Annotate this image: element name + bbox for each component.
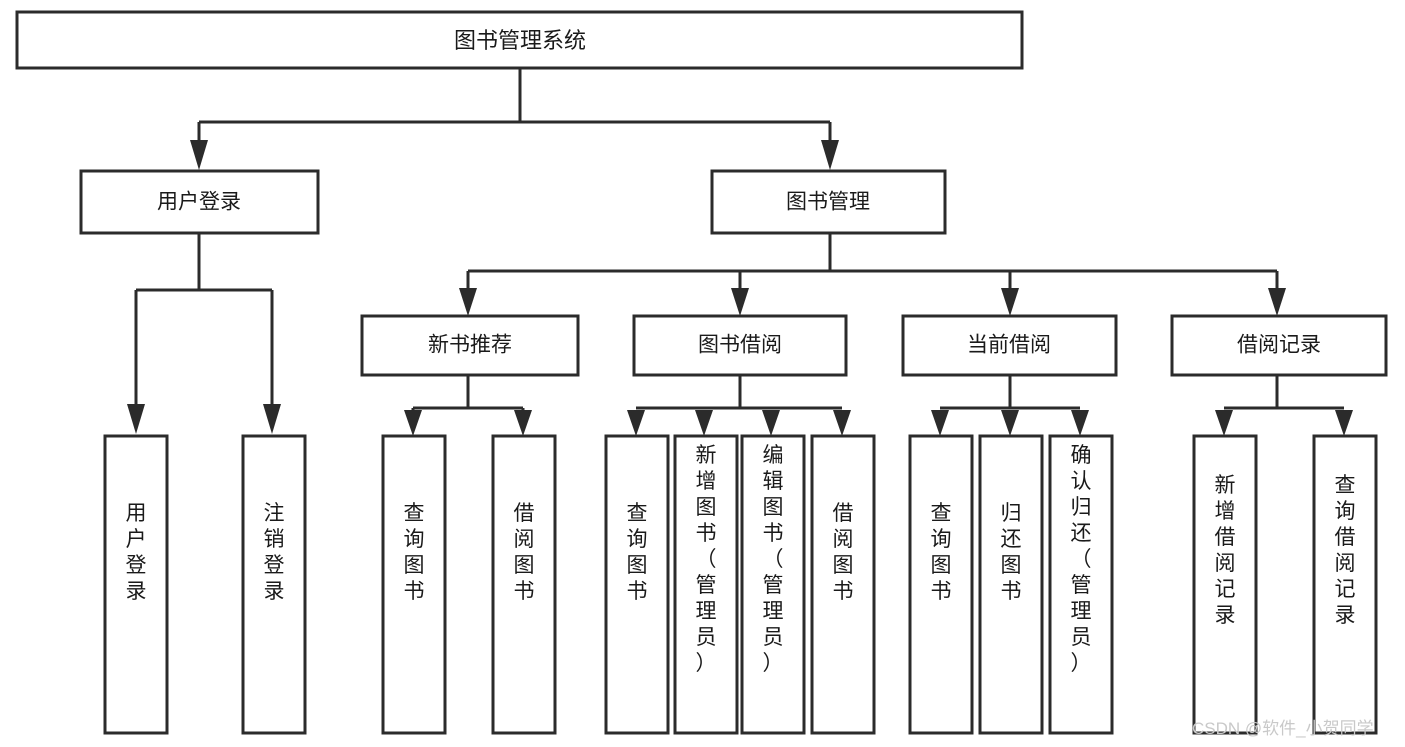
leaf-query-record-label: 查询借阅记录 <box>1335 474 1356 627</box>
node-book-management-box[interactable] <box>710 169 947 235</box>
leaf-query-book-2-box[interactable] <box>604 434 670 735</box>
watermark-label: CSDN @软件_小贺同学 <box>1192 719 1374 738</box>
leaf-edit-book-box[interactable] <box>740 434 806 735</box>
leaf-user-login-label: 用户登录 <box>126 502 147 603</box>
node-current-borrow-box[interactable] <box>901 314 1118 377</box>
arrow-current-borrow <box>1001 288 1019 316</box>
node-new-book-recommend-label: 新书推荐 <box>428 334 512 357</box>
leaf-add-record-label: 新增借阅记录 <box>1215 474 1236 627</box>
leaf-borrow-book-1-box[interactable] <box>491 434 557 735</box>
leaf-query-book-1-box[interactable] <box>381 434 447 735</box>
leaf-query-book-2-label: 查询图书 <box>627 502 648 603</box>
leaf-return-book[interactable]: 归还图书 <box>978 434 1044 735</box>
arrow-leaf-edit-book <box>762 410 780 436</box>
arrow-new-book-recommend <box>459 288 477 316</box>
arrow-book-borrow <box>731 288 749 316</box>
leaf-logout-login-label: 注销登录 <box>264 502 285 603</box>
leaf-add-book-label: 新增图书（管理员） <box>696 444 717 675</box>
leaf-add-book-box[interactable] <box>673 434 739 735</box>
leaf-logout-login-box[interactable] <box>241 434 307 735</box>
node-root[interactable]: 图书管理系统 <box>15 10 1024 70</box>
arrow-leaf-add-book <box>695 410 713 436</box>
arrow-leaf-query-book-3 <box>931 410 949 436</box>
leaf-confirm-return[interactable]: 确认归还（管理员） <box>1048 434 1114 735</box>
leaf-borrow-book-1[interactable]: 借阅图书 <box>491 434 557 735</box>
leaf-add-book[interactable]: 新增图书（管理员） <box>673 434 739 735</box>
leaf-borrow-book-2-label: 借阅图书 <box>833 502 854 603</box>
node-user-login-box[interactable] <box>79 169 320 235</box>
node-user-login[interactable]: 用户登录 <box>79 169 320 235</box>
leaf-add-record-box[interactable] <box>1192 434 1258 735</box>
leaf-edit-book-label: 编辑图书（管理员） <box>763 444 784 675</box>
arrow-borrow-record <box>1268 288 1286 316</box>
node-book-borrow-box[interactable] <box>632 314 848 377</box>
leaf-query-book-3[interactable]: 查询图书 <box>908 434 974 735</box>
leaf-return-book-label: 归还图书 <box>1001 502 1022 603</box>
node-root-box[interactable] <box>15 10 1024 70</box>
arrow-leaf-confirm-return <box>1071 410 1089 436</box>
node-root-label: 图书管理系统 <box>454 28 586 53</box>
leaf-query-record[interactable]: 查询借阅记录 <box>1312 434 1378 735</box>
node-current-borrow[interactable]: 当前借阅 <box>901 314 1118 377</box>
leaf-user-login[interactable]: 用户登录 <box>103 434 169 735</box>
leaf-confirm-return-box[interactable] <box>1048 434 1114 735</box>
leaf-borrow-book-2[interactable]: 借阅图书 <box>810 434 876 735</box>
leaf-user-login-box[interactable] <box>103 434 169 735</box>
arrow-user-login <box>190 140 208 170</box>
leaf-confirm-return-label: 确认归还（管理员） <box>1071 444 1092 675</box>
node-new-book-recommend-box[interactable] <box>360 314 580 377</box>
leaf-logout-login[interactable]: 注销登录 <box>241 434 307 735</box>
node-user-login-label: 用户登录 <box>157 191 241 214</box>
arrow-leaf-query-book-2 <box>627 410 645 436</box>
leaf-query-book-2[interactable]: 查询图书 <box>604 434 670 735</box>
node-borrow-record-box[interactable] <box>1170 314 1388 377</box>
arrow-leaf-logout <box>263 404 281 434</box>
arrow-leaf-borrow-book-2 <box>833 410 851 436</box>
leaf-add-record[interactable]: 新增借阅记录 <box>1192 434 1258 735</box>
arrow-leaf-user-login <box>127 404 145 434</box>
node-book-management-label: 图书管理 <box>786 191 870 214</box>
arrow-book-management <box>821 140 839 170</box>
leaf-borrow-book-1-label: 借阅图书 <box>514 502 535 603</box>
node-current-borrow-label: 当前借阅 <box>967 334 1051 357</box>
arrow-leaf-query-record <box>1335 410 1353 436</box>
leaf-edit-book[interactable]: 编辑图书（管理员） <box>740 434 806 735</box>
leaf-borrow-book-2-box[interactable] <box>810 434 876 735</box>
leaf-return-book-box[interactable] <box>978 434 1044 735</box>
arrow-leaf-borrow-book-1 <box>514 410 532 436</box>
node-borrow-record[interactable]: 借阅记录 <box>1170 314 1388 377</box>
node-book-management[interactable]: 图书管理 <box>710 169 947 235</box>
arrow-leaf-query-book-1 <box>404 410 422 436</box>
arrow-leaf-add-record <box>1215 410 1233 436</box>
leaf-query-book-3-label: 查询图书 <box>931 502 952 603</box>
node-book-borrow[interactable]: 图书借阅 <box>632 314 848 377</box>
connector-layer <box>127 68 1353 436</box>
node-new-book-recommend[interactable]: 新书推荐 <box>360 314 580 377</box>
leaf-query-record-box[interactable] <box>1312 434 1378 735</box>
arrow-leaf-return-book <box>1001 410 1019 436</box>
leaf-query-book-1-label: 查询图书 <box>404 502 425 603</box>
node-borrow-record-label: 借阅记录 <box>1237 334 1321 357</box>
leaf-query-book-1[interactable]: 查询图书 <box>381 434 447 735</box>
leaf-query-book-3-box[interactable] <box>908 434 974 735</box>
node-book-borrow-label: 图书借阅 <box>698 334 782 357</box>
